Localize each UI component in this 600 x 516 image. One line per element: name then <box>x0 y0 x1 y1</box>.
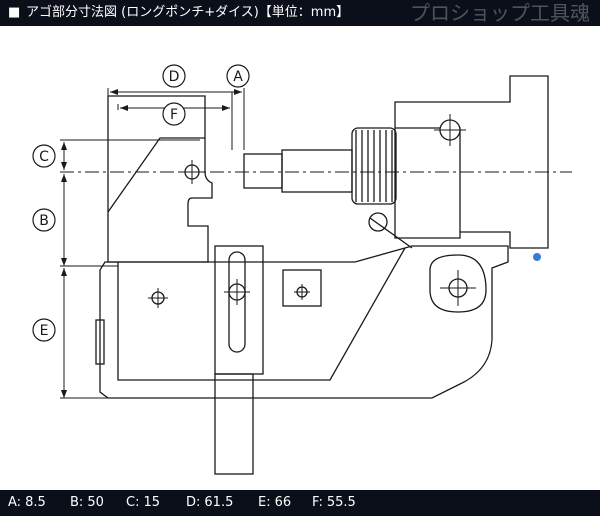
callout-e-text: E <box>40 323 49 339</box>
die-pin <box>368 212 388 232</box>
callout-a-text: A <box>233 69 243 85</box>
dim-value-c: C:15 <box>126 495 161 510</box>
callout-c-text: C <box>39 149 49 165</box>
dim-value-a: A:8.5 <box>8 495 46 510</box>
callout-d: D <box>162 64 186 88</box>
callout-c: C <box>32 144 56 168</box>
dimension-lines <box>60 88 245 399</box>
title-marker: ■ <box>8 5 21 20</box>
jaw-inner-contour <box>117 247 406 381</box>
dim-value-e: E:66 <box>258 495 292 510</box>
dim-value-d: D:61.5 <box>186 495 234 510</box>
callout-e: E <box>32 318 56 342</box>
hole-crosshairs <box>148 114 476 308</box>
jaw-dimension-drawing: D A F C B E <box>32 64 572 475</box>
die-link <box>369 217 413 249</box>
jaw-slope <box>107 137 205 213</box>
jaw-lower-body <box>99 245 509 399</box>
dim-line-a <box>231 92 245 150</box>
punch-knurl <box>355 130 393 202</box>
callout-b-text: B <box>39 213 49 229</box>
bracket <box>282 269 322 307</box>
callout-a: A <box>226 64 250 88</box>
page-title: アゴ部分寸法図 (ロングポンチ+ダイス)【単位：mm】 <box>26 5 350 20</box>
right-boss <box>429 254 487 313</box>
callout-labels: D A F C B E <box>32 64 250 342</box>
callout-b: B <box>32 208 56 232</box>
dim-line-d <box>107 88 245 96</box>
shop-watermark: プロショップ工具魂 <box>410 1 590 25</box>
dimension-values-bar: A:8.5 B:50 C:15 D:61.5 E:66 F:55.5 <box>0 490 600 516</box>
jaw-frame <box>107 95 213 263</box>
dim-line-c <box>60 139 200 170</box>
slide-rail <box>214 373 254 475</box>
tool-body-outline <box>95 75 549 475</box>
right-housing <box>394 75 549 249</box>
slide-slot <box>228 251 246 353</box>
slide-plate <box>214 245 264 375</box>
callout-d-text: D <box>169 69 180 85</box>
callout-f-text: F <box>170 107 178 123</box>
punch-tip <box>243 153 283 189</box>
left-tab <box>95 319 105 365</box>
accent-dot <box>533 253 541 261</box>
title-bar: ■ アゴ部分寸法図 (ロングポンチ+ダイス)【単位：mm】 プロショップ工具魂 <box>0 0 600 26</box>
holes <box>151 119 468 305</box>
dim-line-e <box>60 268 108 399</box>
dim-value-f: F:55.5 <box>312 495 356 510</box>
dim-value-b: B:50 <box>70 495 104 510</box>
callout-f: F <box>162 102 186 126</box>
dim-line-b <box>60 174 118 267</box>
dimension-arrows <box>61 89 242 398</box>
punch-shaft <box>281 149 353 193</box>
